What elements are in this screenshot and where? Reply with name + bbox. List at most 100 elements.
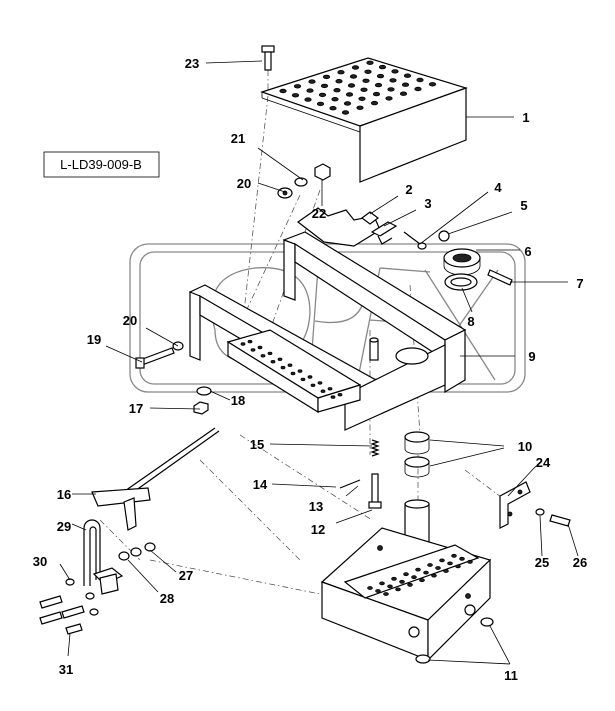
base-perforation-hole (403, 572, 409, 577)
frame-hole (320, 389, 326, 393)
callout-label-8: 8 (467, 314, 474, 329)
callout-label-20b: 20 (123, 313, 137, 328)
callout-label-15: 15 (250, 437, 264, 452)
cover-perforation-hole (341, 110, 350, 115)
base-perforation-hole (375, 589, 381, 593)
cover-perforation-hole (385, 96, 393, 101)
cover-perforation-hole (401, 82, 410, 87)
part-lever-rod (91, 427, 220, 531)
cover-perforation-hole (387, 87, 395, 92)
callout-label-2: 2 (405, 182, 412, 197)
cover-perforation-hole (360, 87, 368, 92)
callout-label-14: 14 (253, 477, 268, 492)
frame-hole (247, 339, 253, 344)
cover-perforation-hole (366, 60, 374, 65)
cover-perforation-hole (376, 73, 385, 79)
callout-label-29: 29 (57, 519, 71, 534)
callout-label-23: 23 (185, 56, 199, 71)
base-perforation-hole (395, 587, 401, 592)
frame-hole (260, 354, 266, 358)
cover-perforation-hole (337, 69, 345, 75)
part-cover-plate (260, 57, 468, 183)
callout-label-5: 5 (520, 198, 527, 213)
cover-perforation-hole (403, 73, 412, 78)
part-bolt-top (261, 45, 275, 71)
base-perforation-hole (379, 581, 385, 586)
base-perforation-hole (439, 558, 445, 563)
document-code-box (43, 151, 160, 178)
base-perforation-hole (399, 579, 405, 584)
frame-hole (280, 365, 286, 370)
base-perforation-hole (387, 584, 393, 589)
cover-perforation-hole (318, 92, 327, 98)
base-perforation-hole (419, 578, 425, 583)
base-perforation-hole (407, 582, 413, 587)
frame-hole (250, 348, 256, 352)
callout-label-17: 17 (129, 401, 143, 416)
cover-perforation-hole (345, 92, 354, 97)
frame-hole (327, 387, 333, 391)
frame-hole (257, 345, 263, 350)
frame-hole (310, 383, 316, 387)
cover-perforation-hole (347, 83, 356, 88)
cover-perforation-hole (370, 100, 379, 106)
frame-hole (317, 381, 323, 385)
part-bracket-right (499, 481, 571, 529)
part-pin-right (487, 269, 513, 286)
cover-perforation-hole (308, 79, 316, 84)
part-bolt-left (135, 341, 184, 369)
callout-label-12: 12 (311, 522, 325, 537)
part-washers-lower (118, 542, 156, 561)
cover-perforation-hole (279, 88, 287, 94)
cover-perforation-hole (291, 93, 300, 98)
cover-perforation-hole (428, 82, 437, 87)
callout-label-26: 26 (573, 555, 587, 570)
cover-perforation-hole (335, 78, 343, 84)
frame-hole (240, 342, 246, 346)
cover-perforation-hole (372, 91, 381, 97)
callout-label-1: 1 (522, 110, 529, 125)
part-nut-washer-top (277, 163, 331, 199)
callout-label-28: 28 (160, 591, 174, 606)
cover-perforation-hole (416, 77, 424, 83)
cover-perforation-hole (351, 65, 360, 70)
callout-label-7: 7 (576, 276, 583, 291)
cover-perforation-hole (304, 97, 312, 102)
base-perforation-hole (435, 566, 441, 570)
cover-perforation-hole (316, 101, 325, 107)
part-clamp-set (361, 211, 450, 250)
callout-label-31: 31 (59, 662, 73, 677)
cover-perforation-hole (356, 105, 364, 110)
callout-label-19: 19 (87, 332, 101, 347)
callout-label-16: 16 (57, 487, 71, 502)
callout-label-30: 30 (33, 554, 47, 569)
frame-hole (337, 393, 343, 397)
callout-label-21: 21 (231, 131, 245, 146)
cover-perforation-hole (320, 83, 329, 89)
callout-label-27: 27 (179, 568, 193, 583)
callout-label-24: 24 (536, 455, 551, 470)
base-perforation-hole (367, 586, 373, 590)
callout-label-6: 6 (524, 244, 531, 259)
callout-label-18: 18 (231, 393, 245, 408)
document-code: L-LD39-009-B (60, 157, 142, 172)
frame-hole (277, 357, 283, 361)
part-base-housing (320, 499, 494, 664)
frame-hole (330, 395, 336, 399)
base-perforation-hole (443, 569, 449, 573)
cover-perforation-hole (362, 78, 370, 83)
part-handle (83, 519, 124, 595)
base-perforation-hole (431, 573, 437, 578)
assembly-center-lines (99, 70, 506, 601)
part-nut-washer-left (193, 386, 212, 415)
cover-perforation-hole (378, 64, 387, 70)
base-perforation-hole (447, 561, 453, 566)
base-perforation-hole (411, 575, 417, 580)
part-bushings (404, 431, 430, 478)
cover-perforation-hole (349, 74, 358, 79)
base-perforation-hole (423, 570, 429, 575)
callout-label-3: 3 (424, 196, 431, 211)
base-perforation-hole (459, 556, 465, 561)
part-bolts-lower (39, 578, 99, 635)
